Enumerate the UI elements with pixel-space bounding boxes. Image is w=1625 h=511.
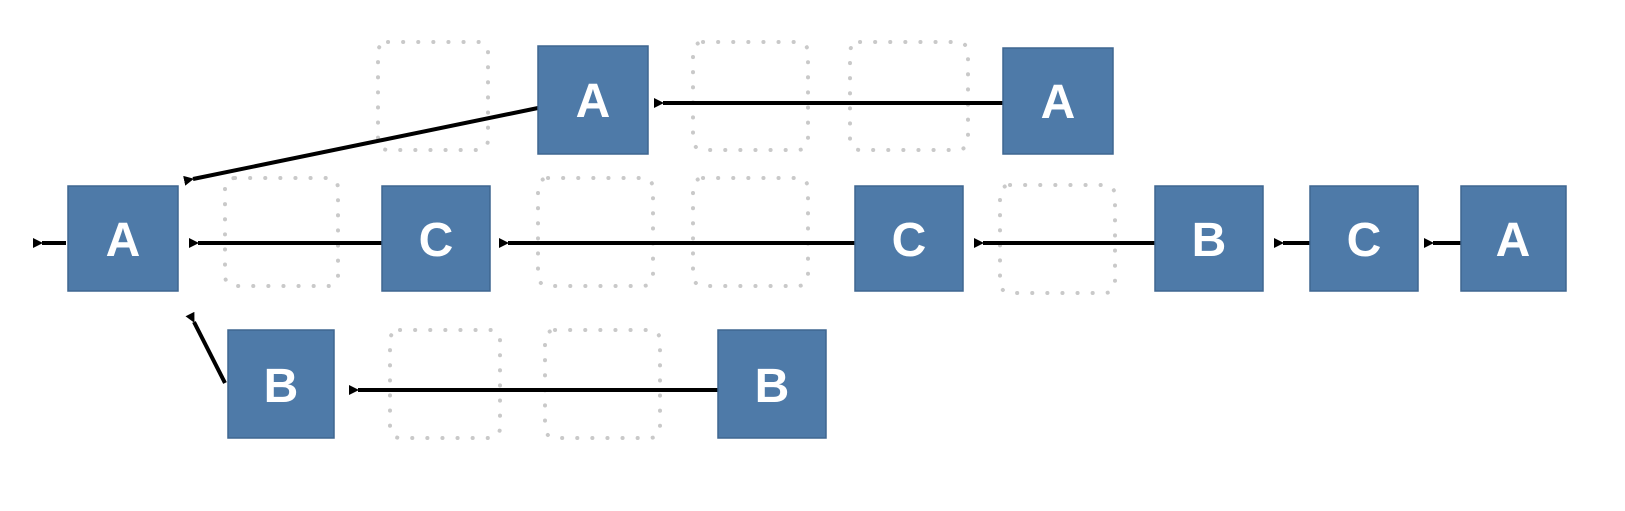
- node-label: C: [892, 214, 927, 267]
- ghost-box: [543, 328, 662, 440]
- edge-b-low-left-to-a-main: [185, 311, 227, 384]
- ghost-box: [388, 328, 502, 440]
- node-c-mid-3[interactable]: C: [1309, 185, 1419, 292]
- node-label: A: [1041, 76, 1076, 129]
- edge-group: [33, 98, 1461, 395]
- node-label: C: [1347, 214, 1382, 267]
- node-label: B: [1192, 214, 1227, 267]
- ghost-placeholder-group: [223, 40, 1117, 440]
- node-a-main[interactable]: A: [67, 185, 179, 292]
- node-c-mid-2[interactable]: C: [854, 185, 964, 292]
- ghost-box: [223, 176, 340, 288]
- node-label: A: [106, 214, 141, 267]
- node-c-mid-1[interactable]: C: [381, 185, 491, 292]
- ghost-box: [691, 176, 810, 288]
- node-b-low-left[interactable]: B: [227, 329, 335, 439]
- edge-a-top-left-to-a-main: [183, 106, 539, 186]
- node-label: A: [576, 75, 611, 128]
- ghost-box: [998, 183, 1117, 295]
- ghost-box: [536, 176, 655, 288]
- node-a-mid-end[interactable]: A: [1460, 185, 1567, 292]
- ghost-box: [848, 40, 970, 152]
- node-label: C: [419, 214, 454, 267]
- node-a-top-left[interactable]: A: [537, 45, 649, 155]
- node-label: B: [755, 360, 790, 413]
- node-label: B: [264, 360, 299, 413]
- node-b-low-right[interactable]: B: [717, 329, 827, 439]
- node-a-top-right[interactable]: A: [1002, 47, 1114, 155]
- ghost-box: [691, 40, 810, 152]
- node-b-mid[interactable]: B: [1154, 185, 1264, 292]
- ghost-box: [376, 40, 490, 152]
- node-label: A: [1496, 214, 1531, 267]
